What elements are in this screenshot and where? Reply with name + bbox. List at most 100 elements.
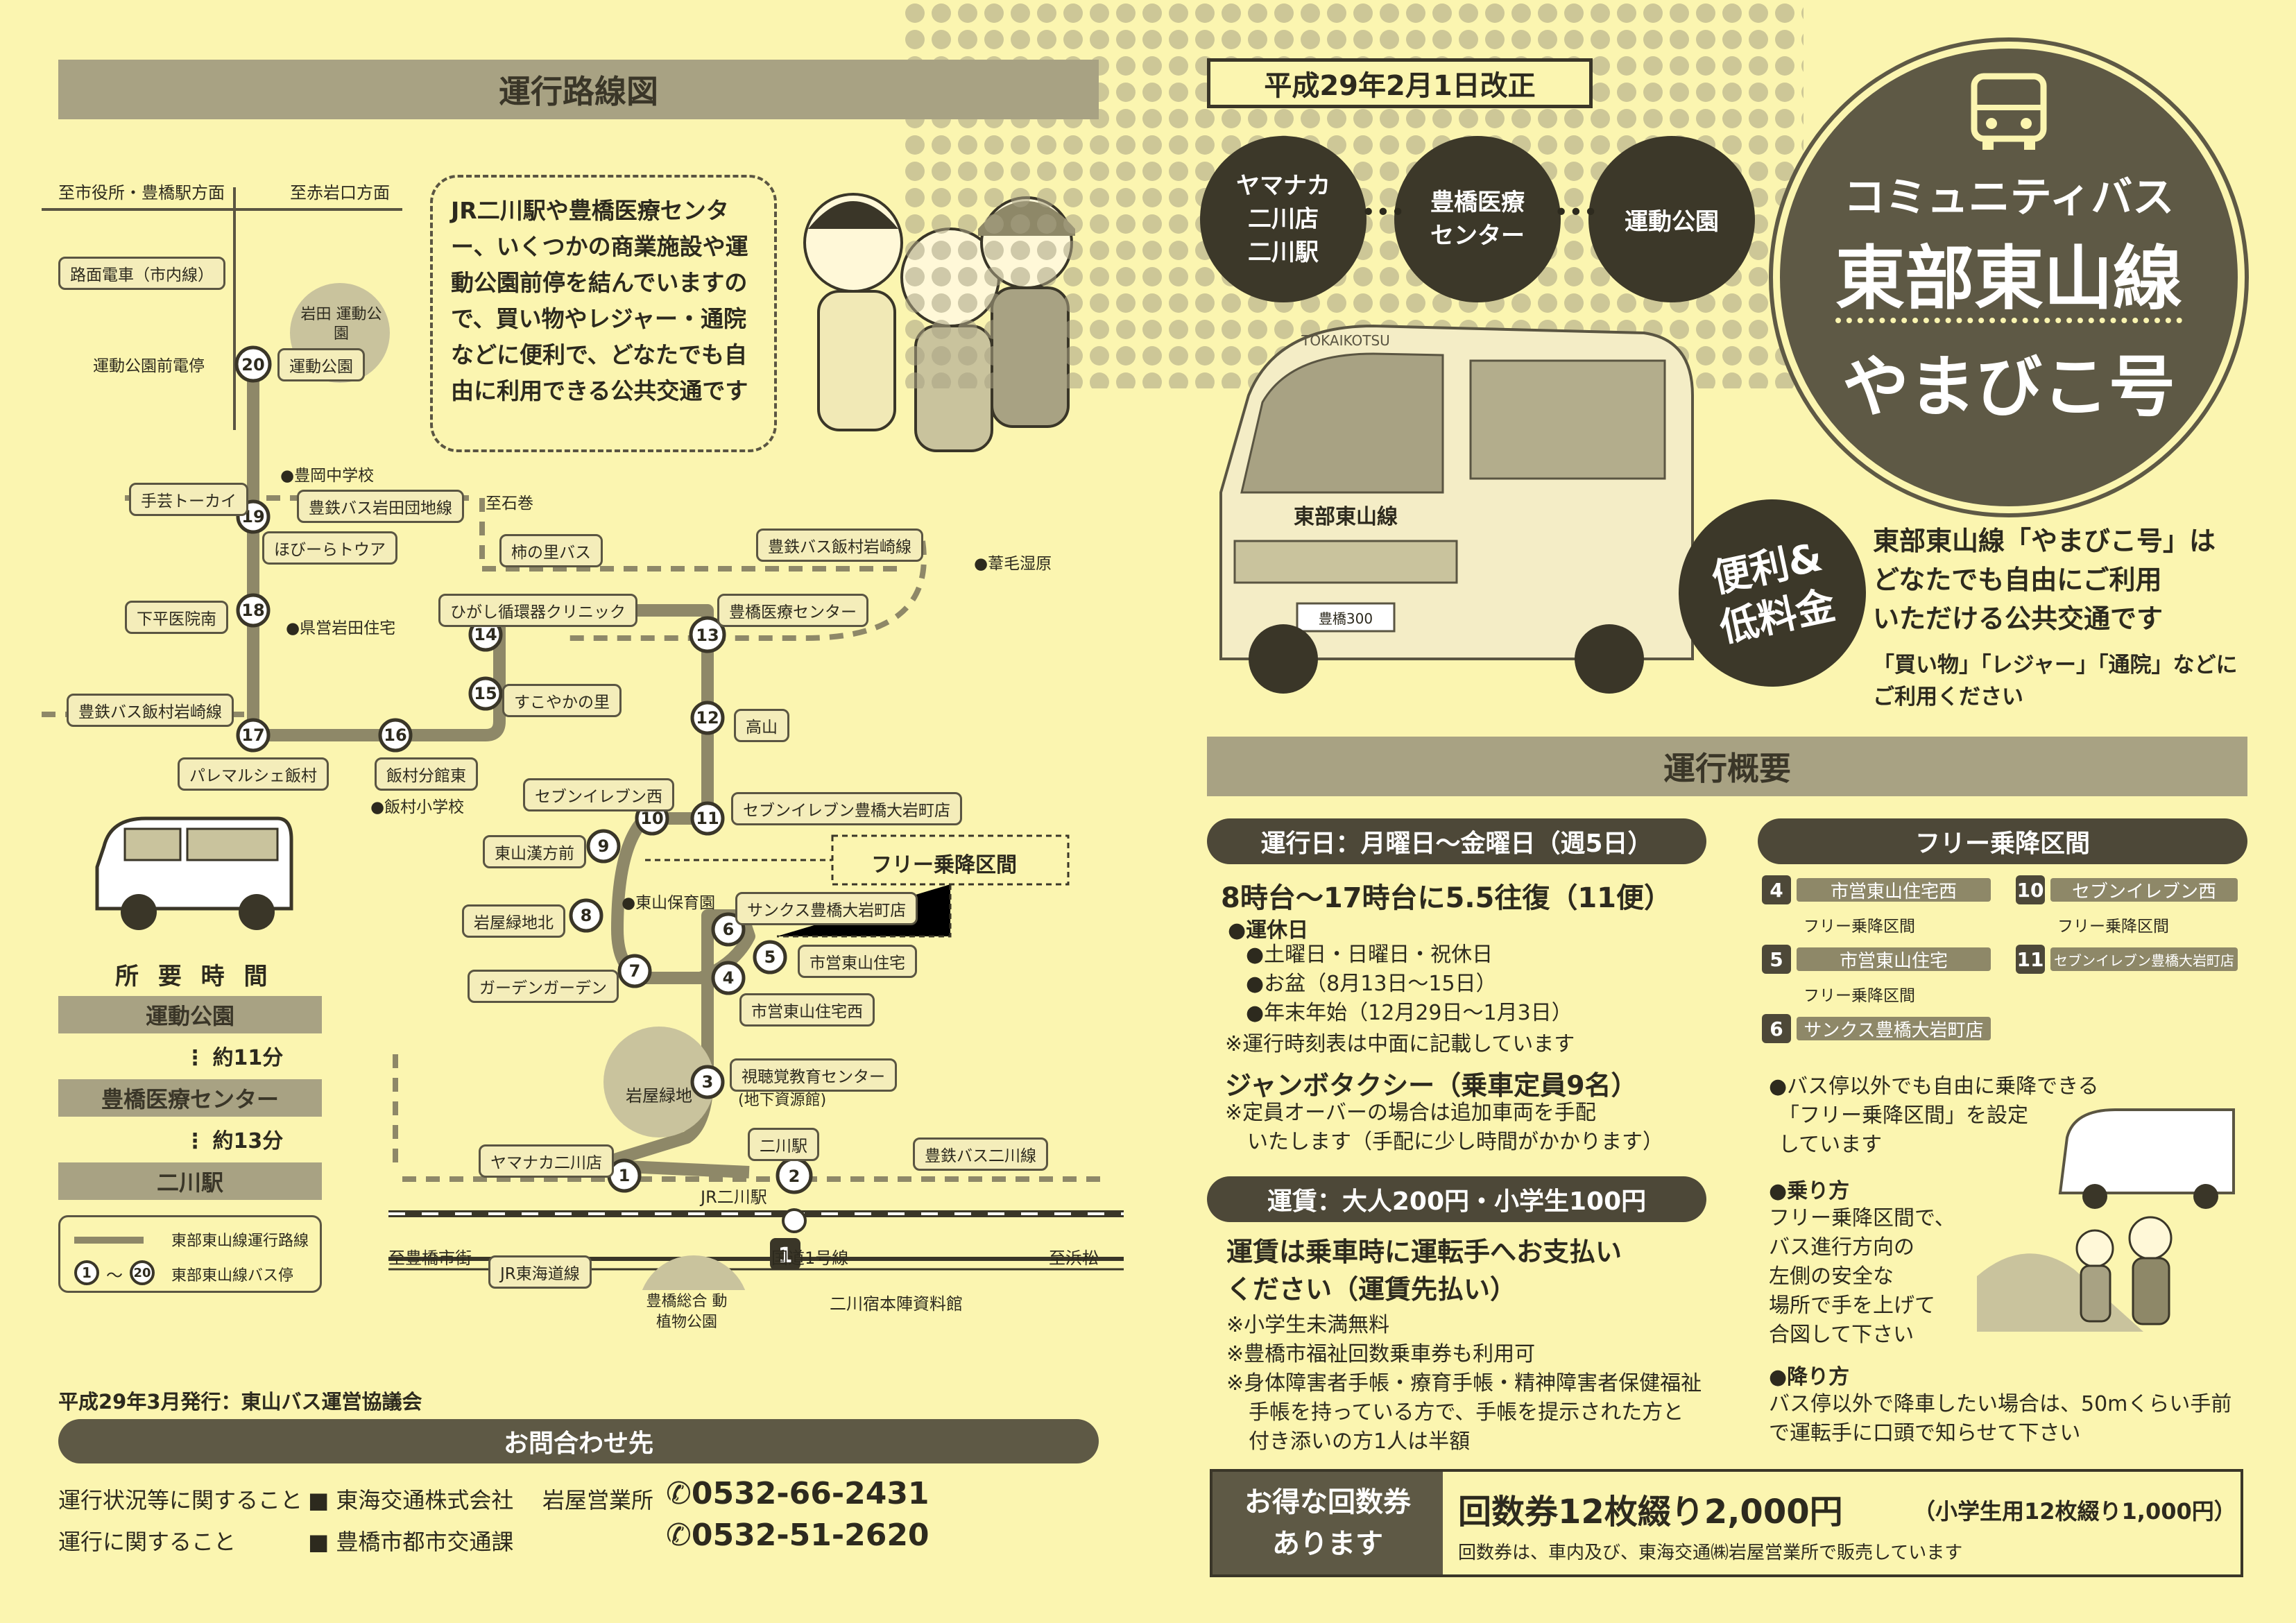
bus-stop-12: 12 (690, 701, 725, 735)
label-toyooka: ●豊岡中学校 (280, 467, 375, 485)
contact-1-branch: 岩屋営業所 (542, 1487, 654, 1513)
svg-text:14: 14 (474, 625, 497, 644)
label-tram-stop: 運動公園前電停 (93, 357, 205, 375)
free-between-3: フリー乗降区間 (2057, 918, 2169, 936)
legend-stop-label: 東部東山線バス停 (171, 1267, 294, 1285)
phone-icon: ✆ (666, 1476, 692, 1511)
legend-range: ～ (106, 1266, 123, 1285)
label-shiei-jutaku: 市営東山住宅 (798, 945, 917, 978)
label-sukoyaka: すこやかの里 (502, 684, 622, 717)
contact-title: お問合わせ先 (58, 1419, 1099, 1463)
issued-by: 平成29年3月発行：東山バス運営協議会 (58, 1390, 422, 1414)
connector-dots-1: ••• (1361, 198, 1405, 227)
bus-stop-17: 17 (236, 718, 271, 753)
label-seven-w: セブンイレブン西 (523, 778, 674, 812)
fare-notes: ※小学生未満無料※豊橋市福祉回数乗車券も利用可※身体障害者手帳・療育手帳・精神障… (1226, 1313, 1702, 1454)
free-between-1: フリー乗降区間 (1804, 918, 1915, 936)
ride-instructions: フリー乗降区間で、バス進行方向の左側の安全な場所で手を上げて合図して下さい (1769, 1206, 1955, 1347)
legend-route-label: 東部東山線運行路線 (171, 1233, 309, 1250)
label-higashi: ひがし循環器クリニック (438, 594, 637, 627)
label-futagawa-line: 豊鉄バス二川線 (913, 1137, 1048, 1171)
bus-stop-6: 6 (711, 912, 746, 947)
svg-text:4: 4 (723, 968, 735, 988)
label-iimura-line-r: 豊鉄バス飯村岩崎線 (756, 529, 923, 562)
svg-text:1: 1 (619, 1166, 631, 1185)
label-futagawa-stop: 二川駅 (748, 1128, 819, 1161)
label-jr-station: JR二川駅 (701, 1187, 767, 1207)
circle-park: 運動公園 (1588, 136, 1755, 302)
svg-text:11: 11 (696, 809, 719, 828)
brand-text: TOKAIKOTSU (1301, 332, 1390, 349)
closed-days: ●土曜日・日曜日・祝休日●お盆（8月13日～15日）●年末年始（12月29日～1… (1246, 943, 1573, 1025)
label-iwaya-ryokuchi: 岩屋緑地 (626, 1086, 692, 1106)
svg-text:20: 20 (241, 355, 264, 375)
alight-heading: ●降り方 (1769, 1365, 1850, 1389)
contact-2-phone[interactable]: ✆0532-51-2620 (666, 1518, 929, 1553)
travel-stop-3: 二川駅 (58, 1162, 322, 1200)
zoo-area (642, 1255, 746, 1290)
small-bus-illustration (95, 816, 293, 930)
label-shichokaku-sub: (地下資源館) (738, 1092, 827, 1109)
sign-text: 東部東山線 (1294, 505, 1398, 529)
contact-1-topic: 運行状況等に関すること (58, 1487, 303, 1513)
closed-heading: ●運休日 (1228, 918, 1309, 943)
days-title: 運行日：月曜日～金曜日（週5日） (1207, 818, 1706, 864)
label-iwata-jutaku: ●県営岩田住宅 (286, 619, 396, 637)
travel-stop-2: 豊橋医療センター (58, 1079, 322, 1117)
svg-text:18: 18 (241, 601, 264, 620)
intro-box: JR二川駅や豊橋医療センター、いくつかの商業施設や運動公園前停を結んでいますので… (430, 175, 777, 452)
svg-text:2: 2 (789, 1167, 800, 1186)
jumbo-note: ※定員オーバーの場合は追加車両を手配いたします（手配に少し時間がかかります） (1225, 1101, 1663, 1154)
badge-nick: やまびこ号 (1842, 348, 2175, 426)
travel-title: 所 要 時 間 (115, 963, 273, 990)
travel-time-1: ⋮ 約11分 (185, 1046, 284, 1070)
bus-stop-5: 5 (753, 940, 787, 974)
legend-stop-b: 20 (130, 1260, 155, 1285)
label-stop-20: 運動公園 (277, 348, 365, 381)
ticket-main: 回数券12枚綴り2,000円 (1458, 1493, 1843, 1531)
svg-text:16: 16 (384, 725, 406, 745)
description-sub: 「買い物」「レジャー」「通院」などにご利用ください (1873, 653, 2238, 710)
legend-route-swatch (74, 1237, 144, 1244)
badge-sub: コミュニティバス (1843, 173, 2175, 222)
bus-photo: 東部東山線 TOKAIKOTSU 豊橋300 (1219, 324, 1694, 694)
label-route1: 国道1号線 (771, 1248, 849, 1268)
ticket-label: お得な回数券あります (1213, 1472, 1443, 1574)
label-paremarche: パレマルシェ飯村 (178, 757, 329, 791)
travel-stop-1: 運動公園 (58, 996, 322, 1033)
circle-yamanaka: ヤマナカ二川店二川駅 (1200, 136, 1367, 302)
label-jr-tokaido: JR東海道線 (488, 1255, 592, 1289)
label-iwaya-kitakita: 岩屋緑地北 (462, 904, 565, 938)
overview-title: 運行概要 (1207, 737, 2247, 796)
ride-heading: ●乗り方 (1769, 1179, 1850, 1203)
bus-stop-20: 20 (234, 345, 272, 383)
bus-stop-14: 14 (468, 617, 503, 652)
circle-iryo: 豊橋医療センター (1394, 136, 1561, 302)
badge-divider (1835, 318, 2182, 323)
label-yamanaka-stop: ヤマナカ二川店 (479, 1144, 614, 1178)
contact-2-org: ■ 豊橋市都市交通課 (308, 1529, 514, 1555)
label-dir-bottom-right: 至浜松 (1049, 1248, 1099, 1268)
label-iimura-school: ●飯村小学校 (370, 798, 465, 816)
ticket-box: お得な回数券あります 回数券12枚綴り2,000円 （小学生用12枚綴り1,00… (1210, 1469, 2243, 1577)
contact-1-org: ■ 東海交通株式会社 (308, 1487, 514, 1513)
bus-stop-2: 2 (776, 1157, 813, 1194)
contact-1-phone[interactable]: ✆0532-66-2431 (666, 1476, 929, 1511)
route1-shield: 1 (770, 1238, 800, 1270)
bus-stop-11: 11 (690, 801, 725, 836)
connector-dots-2: ••• (1554, 198, 1598, 227)
contact-2-topic: 運行に関すること (58, 1529, 237, 1555)
svg-text:15: 15 (474, 684, 497, 703)
label-ashige: ●葦毛湿原 (974, 555, 1052, 573)
bus-icon (1971, 73, 2047, 150)
free-zone-desc: ●バス停以外でも自由に乗降できる「フリー乗降区間」を設定しています (1769, 1074, 2099, 1157)
bus-stop-9: 9 (586, 829, 621, 864)
label-seven-oiwa: セブンイレブン豊橋大岩町店 (731, 792, 962, 825)
label-sunkus: サンクス豊橋大岩町店 (735, 892, 918, 925)
phone-icon: ✆ (666, 1518, 692, 1553)
